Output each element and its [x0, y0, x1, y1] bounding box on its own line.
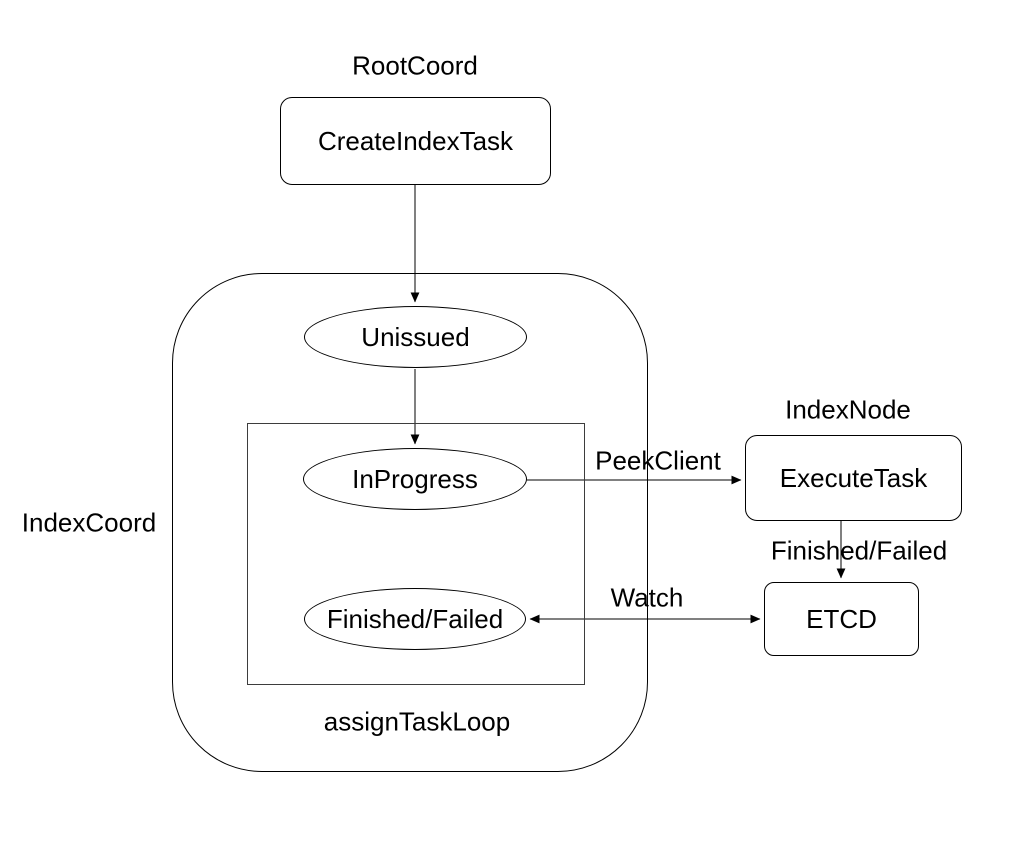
- node-unissued-label: Unissued: [361, 321, 470, 352]
- node-etcd: ETCD: [764, 582, 919, 656]
- assigntaskloop-container: [247, 423, 585, 685]
- node-create-index-task: CreateIndexTask: [280, 97, 551, 185]
- indexcoord-label: IndexCoord: [21, 507, 157, 538]
- node-execute-task-label: ExecuteTask: [779, 462, 928, 493]
- node-finished-failed-label: Finished/Failed: [326, 603, 504, 634]
- node-in-progress-label: InProgress: [352, 463, 478, 494]
- indexnode-label: IndexNode: [785, 394, 911, 425]
- assigntaskloop-label: assignTaskLoop: [323, 706, 511, 737]
- rootcoord-label: RootCoord: [352, 50, 478, 81]
- indexcoord-container: [172, 273, 648, 772]
- node-create-index-task-label: CreateIndexTask: [317, 125, 514, 156]
- edge-label-peekclient: PeekClient: [595, 445, 721, 476]
- edge-label-finished-failed: Finished/Failed: [770, 535, 948, 566]
- node-execute-task: ExecuteTask: [745, 435, 962, 521]
- edge-label-watch: Watch: [610, 582, 684, 613]
- node-unissued: Unissued: [304, 306, 527, 368]
- node-finished-failed: Finished/Failed: [304, 588, 526, 650]
- node-in-progress: InProgress: [303, 448, 527, 510]
- node-etcd-label: ETCD: [806, 603, 877, 634]
